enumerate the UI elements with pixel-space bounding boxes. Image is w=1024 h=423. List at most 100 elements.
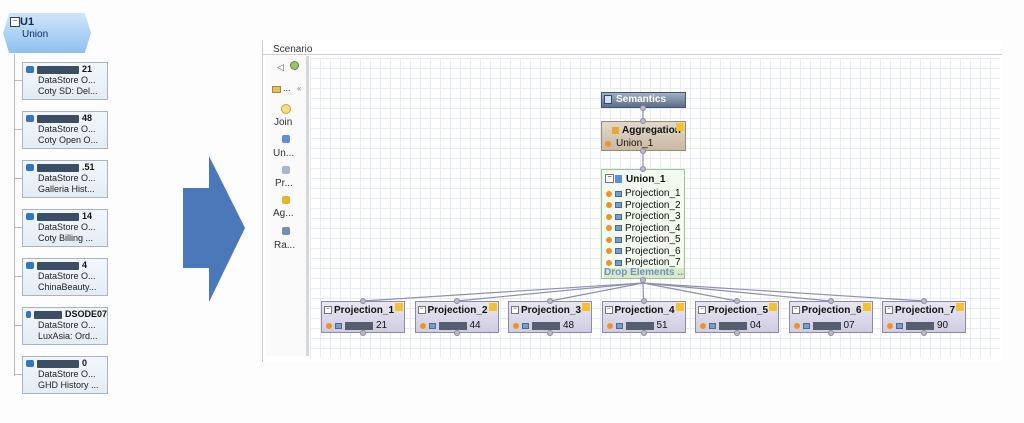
palette-aggregation[interactable]: Ag...	[273, 208, 294, 219]
projection-bottom-port[interactable]	[734, 330, 740, 336]
union-input-row[interactable]: Projection_4	[606, 223, 681, 234]
projection-node[interactable]: − Projection_2 44	[414, 301, 499, 333]
union-root-subtitle: Union	[22, 29, 49, 40]
aggregation-input: Union_1	[616, 138, 654, 149]
drop-elements-label[interactable]: Drop Elements ...	[604, 268, 684, 278]
projection-collapse-icon[interactable]: −	[885, 306, 893, 314]
projection-node[interactable]: − Projection_3 48	[508, 301, 592, 333]
datastore-desc: Coty Billing ...	[38, 233, 94, 243]
redacted-id	[37, 261, 79, 270]
palette-folder-icon[interactable]	[272, 86, 281, 93]
redacted-source	[345, 321, 373, 330]
datastore-node[interactable]: 48 DataStore O... Coty Open O...	[22, 111, 108, 149]
projection-bottom-port[interactable]	[827, 330, 834, 336]
aggregation-node[interactable]: Aggregation Union_1	[601, 121, 686, 151]
redacted-source	[719, 321, 747, 330]
redacted-source	[438, 321, 467, 330]
datastore-header: 4	[26, 260, 107, 271]
datastore-icon	[26, 66, 34, 73]
datastore-icon	[26, 262, 34, 269]
projection-title: Projection_5	[708, 305, 769, 316]
datastore-id: 4	[82, 260, 88, 270]
palette-back-icon[interactable]: ◁	[277, 62, 284, 72]
projection-title: Projection_3	[521, 305, 582, 316]
projection-source-suffix: 48	[563, 320, 575, 331]
tree-branch	[14, 276, 22, 277]
projection-collapse-icon[interactable]: −	[698, 306, 706, 314]
projection-node[interactable]: − Projection_6 07	[788, 301, 873, 333]
projection-row-icon	[615, 225, 622, 231]
datastore-type: DataStore O...	[38, 320, 96, 330]
projection-collapse-icon[interactable]: −	[324, 306, 332, 314]
union-input-row[interactable]: Projection_3	[606, 211, 681, 222]
projection-top-port[interactable]	[827, 298, 834, 304]
aggregation-bottom-port[interactable]	[640, 148, 646, 154]
projection-top-port[interactable]	[640, 298, 647, 304]
datastore-node[interactable]: 4 DataStore O... ChinaBeauty...	[22, 258, 108, 296]
projection-bottom-port[interactable]	[640, 330, 647, 336]
aggregation-icon	[282, 196, 290, 204]
datastore-desc: Galleria Hist...	[38, 184, 95, 194]
union-input-row[interactable]: Projection_5	[606, 234, 681, 245]
projection-bottom-port[interactable]	[360, 330, 366, 336]
semantics-port[interactable]	[640, 105, 646, 111]
projection-title: Projection_6	[801, 305, 862, 316]
palette-projection[interactable]: Pr...	[275, 178, 293, 189]
projection-collapse-icon[interactable]: −	[604, 306, 613, 314]
projection-source-suffix: 44	[469, 320, 481, 331]
union-bottom-port[interactable]	[640, 277, 646, 283]
projection-row-icon	[615, 190, 622, 197]
union-input-row[interactable]: Projection_6	[606, 246, 681, 257]
datastore-node[interactable]: 21 DataStore O... Coty SD: Del...	[22, 62, 108, 100]
datastore-node[interactable]: DSODE07 DataStore O... LuxAsia: Ord...	[22, 307, 108, 345]
palette-join[interactable]: Join	[274, 117, 293, 128]
projection-node[interactable]: − Projection_5 04	[695, 301, 779, 333]
datastore-node[interactable]: .51 DataStore O... Galleria Hist...	[22, 160, 108, 198]
row-dot-icon	[606, 225, 612, 231]
editor-title: Scenario	[273, 44, 313, 55]
projection-top-port[interactable]	[734, 298, 740, 304]
union-input-row[interactable]: Projection_7	[606, 257, 681, 268]
datastore-row-icon	[709, 322, 716, 329]
palette-collapse-icon[interactable]: «	[297, 84, 302, 93]
projection-source: 04	[700, 320, 761, 331]
palette-union[interactable]: Un...	[273, 148, 295, 159]
projection-collapse-icon[interactable]: −	[791, 306, 800, 314]
redacted-source	[812, 321, 841, 330]
union-input-row[interactable]: Projection_1	[606, 188, 681, 199]
projection-top-port[interactable]	[453, 298, 460, 304]
union-node[interactable]: − Union_1 Projection_1 Projection_2 Proj…	[601, 169, 685, 279]
redacted-id	[37, 212, 79, 221]
projection-top-port[interactable]	[921, 298, 927, 304]
union-top-port[interactable]	[640, 166, 646, 172]
projection-bottom-port[interactable]	[547, 330, 553, 336]
aggregation-top-port[interactable]	[640, 118, 646, 124]
projection-icon	[282, 166, 290, 174]
palette-tool-label[interactable]: ...	[283, 83, 291, 93]
datastore-desc: Coty Open O...	[38, 135, 99, 145]
projection-row-icon	[615, 202, 622, 208]
projection-bottom-port[interactable]	[921, 330, 927, 336]
projection-node[interactable]: − Projection_1 21	[321, 301, 405, 333]
datastore-icon	[26, 164, 34, 171]
projection-title: Projection_7	[895, 305, 956, 316]
tree-branch	[14, 178, 22, 179]
projection-source-suffix: 07	[843, 320, 855, 331]
projection-collapse-icon[interactable]: −	[417, 306, 426, 314]
palette-settings-icon[interactable]	[290, 61, 299, 70]
palette-rank[interactable]: Ra...	[274, 240, 296, 251]
projection-node[interactable]: − Projection_7 90	[882, 301, 966, 333]
projection-collapse-icon[interactable]: −	[511, 306, 519, 314]
projection-node[interactable]: − Projection_4 51	[601, 301, 686, 333]
datastore-node[interactable]: 14 DataStore O... Coty Billing ...	[22, 209, 108, 247]
collapse-icon[interactable]: −	[10, 17, 20, 27]
projection-top-port[interactable]	[547, 298, 553, 304]
projection-top-port[interactable]	[360, 298, 366, 304]
datastore-desc: Coty SD: Del...	[38, 86, 98, 96]
semantics-icon	[604, 95, 612, 104]
union-collapse-icon[interactable]: −	[605, 174, 614, 183]
datastore-node[interactable]: 0 DataStore O... GHD History ...	[22, 356, 108, 394]
union-input-row[interactable]: Projection_2	[606, 200, 681, 211]
redacted-source	[906, 321, 934, 330]
projection-bottom-port[interactable]	[453, 330, 460, 336]
